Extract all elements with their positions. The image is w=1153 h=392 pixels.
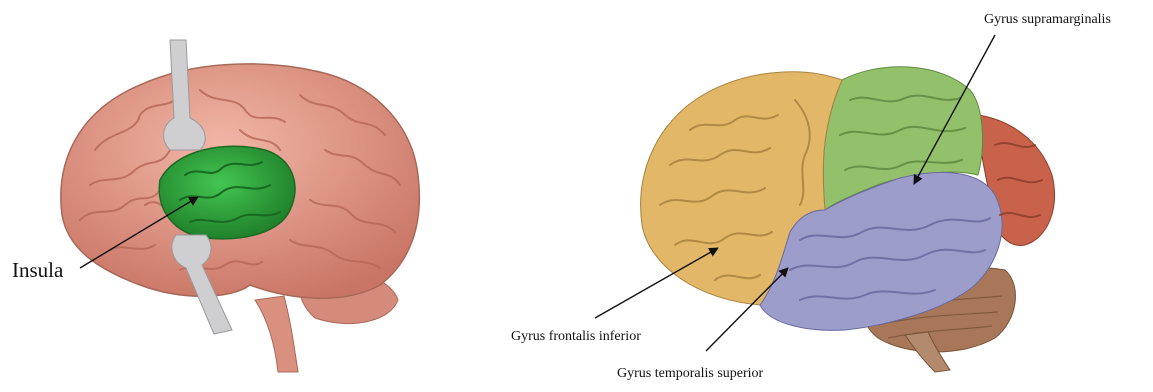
insula-region — [159, 146, 295, 239]
inferior-frontal-gyrus-label: Gyrus frontalis inferior — [511, 329, 641, 345]
right-brain-illustration — [641, 67, 1055, 372]
left-brain-illustration — [61, 40, 420, 372]
insula-label: Insula — [12, 258, 63, 283]
supramarginal-gyrus-label: Gyrus supramarginalis — [984, 12, 1111, 28]
superior-temporal-gyrus-label: Gyrus temporalis superior — [617, 366, 763, 382]
left-brainstem — [255, 296, 298, 372]
